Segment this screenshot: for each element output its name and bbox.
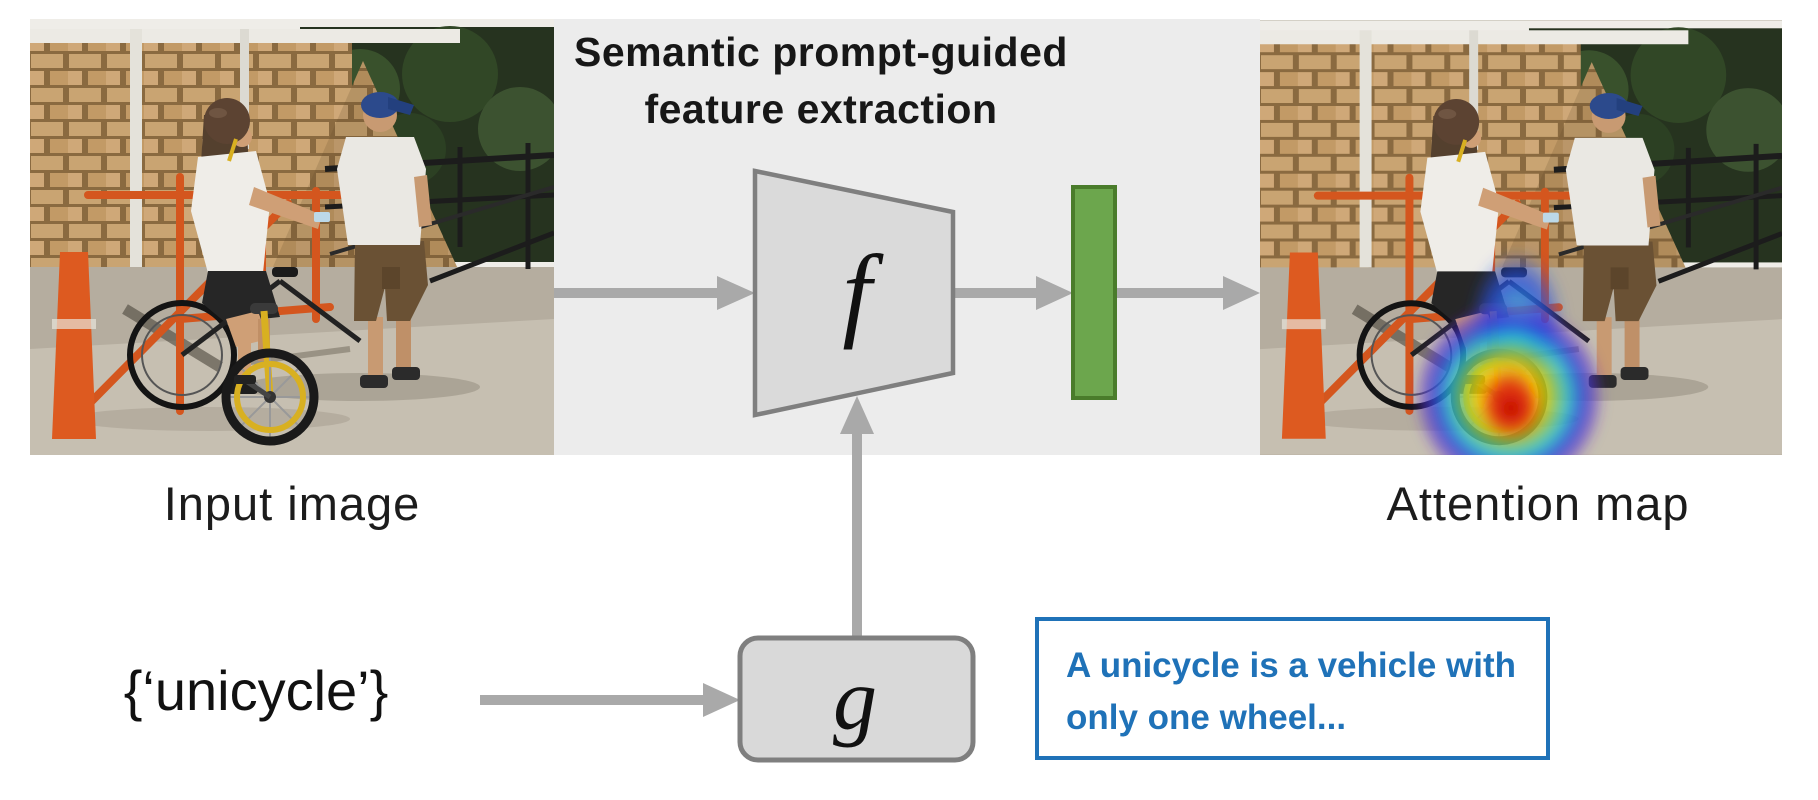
- panel-title: Semantic prompt-guided feature extractio…: [556, 24, 1086, 138]
- text-encoder-label: g: [833, 652, 877, 749]
- prompt-set-label: {‘unicycle’}: [123, 659, 389, 722]
- panel-title-line1: Semantic prompt-guided: [574, 29, 1068, 75]
- definition-box: A unicycle is a vehicle with only one wh…: [1035, 617, 1550, 760]
- attention-map-photo: [1260, 20, 1782, 455]
- definition-line1: A unicycle is a vehicle with: [1066, 646, 1516, 685]
- input-image-photo: [30, 19, 554, 455]
- attention-heatmap-overlay: [1414, 249, 1604, 455]
- definition-line2: only one wheel...: [1066, 698, 1347, 737]
- input-image-label: Input image: [163, 477, 421, 530]
- attention-map-label: Attention map: [1386, 477, 1690, 530]
- panel-title-line2: feature extraction: [644, 86, 998, 132]
- prompt-arrow: [480, 683, 740, 717]
- text-encoder-box: [737, 635, 976, 763]
